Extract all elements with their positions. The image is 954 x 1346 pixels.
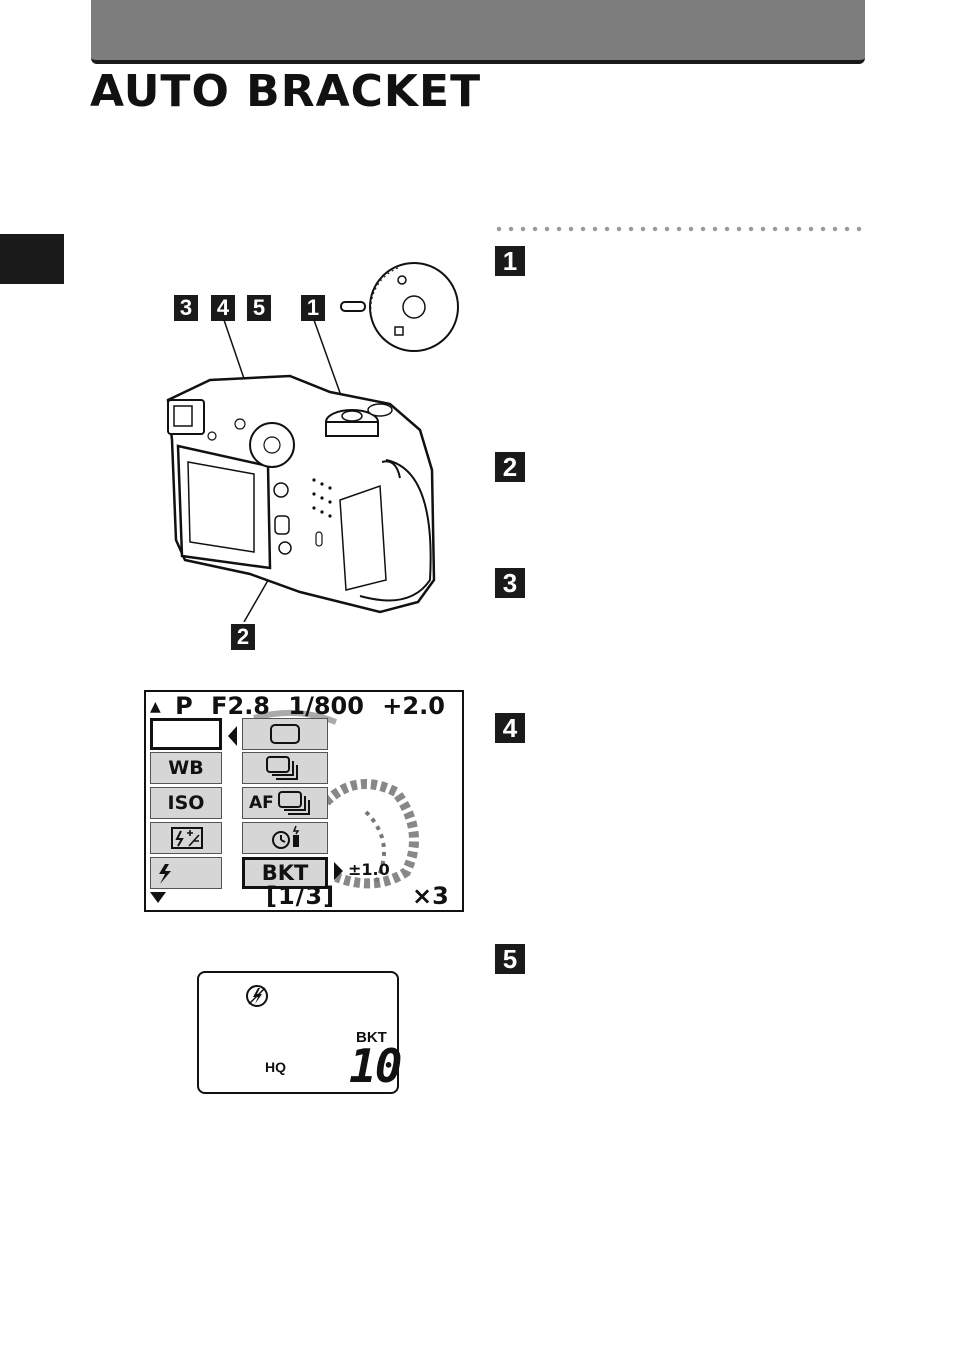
- frame-count: 10: [349, 1039, 402, 1093]
- step-1-badge: 1: [495, 246, 525, 276]
- aperture-value: F2.8: [211, 692, 271, 720]
- flash-compensation-icon: [171, 827, 203, 849]
- mode-indicator: P: [175, 692, 193, 720]
- bkt-step-value: ±1.0: [348, 860, 390, 879]
- header-bar: [91, 0, 865, 64]
- sequential-shooting-icon: [266, 756, 298, 780]
- control-panel-display: HQ BKT 10: [197, 971, 402, 1094]
- frame-multiplier: ×3: [412, 882, 449, 910]
- step-2-badge: 2: [495, 452, 525, 482]
- bkt-indicator: BKT: [356, 1029, 387, 1046]
- menu-item-flash[interactable]: [150, 857, 222, 889]
- page-title: AUTO BRACKET: [90, 66, 482, 117]
- chapter-tab: [0, 234, 64, 284]
- drive-option-bkt[interactable]: BKT: [242, 857, 328, 889]
- callout-3: 3: [174, 295, 198, 321]
- dotted-divider: [493, 226, 865, 232]
- drive-option-single[interactable]: [242, 718, 328, 750]
- shutter-value: 1/800: [288, 692, 364, 720]
- flash-icon: [159, 864, 171, 884]
- self-timer-remote-icon: [272, 825, 300, 849]
- drive-option-self-timer[interactable]: [242, 822, 328, 854]
- camera-illustration: [166, 262, 459, 622]
- menu-item-iso[interactable]: ISO: [150, 787, 222, 819]
- exposure-comp-value: +2.0: [382, 692, 445, 720]
- callout-5: 5: [247, 295, 271, 321]
- drive-option-af-sequential[interactable]: AF: [242, 787, 328, 819]
- single-frame-icon: [270, 724, 300, 744]
- lcd-menu-screen: ▲ P F2.8 1/800 +2.0 WB ISO AF: [144, 690, 464, 912]
- lcd-status-line: ▲ P F2.8 1/800 +2.0: [150, 692, 455, 720]
- right-pointer-icon: [334, 862, 343, 880]
- step-5-badge: 5: [495, 944, 525, 974]
- drive-option-sequential[interactable]: [242, 752, 328, 784]
- flash-off-icon: [246, 985, 268, 1007]
- menu-item-flash-compensation[interactable]: [150, 822, 222, 854]
- up-arrow-icon: ▲: [150, 699, 161, 715]
- callout-4: 4: [211, 295, 235, 321]
- page-indicator: [1/3]: [266, 882, 336, 910]
- menu-item-drive-selected[interactable]: [150, 718, 222, 750]
- callout-1: 1: [301, 295, 325, 321]
- af-sequential-shooting-icon: [278, 791, 310, 815]
- step-3-badge: 3: [495, 568, 525, 598]
- quality-label: HQ: [265, 1059, 286, 1075]
- left-pointer-icon: [228, 726, 237, 746]
- af-label: AF: [249, 793, 274, 813]
- step-4-badge: 4: [495, 713, 525, 743]
- down-arrow-icon: [150, 892, 166, 903]
- menu-item-wb[interactable]: WB: [150, 752, 222, 784]
- callout-2: 2: [231, 624, 255, 650]
